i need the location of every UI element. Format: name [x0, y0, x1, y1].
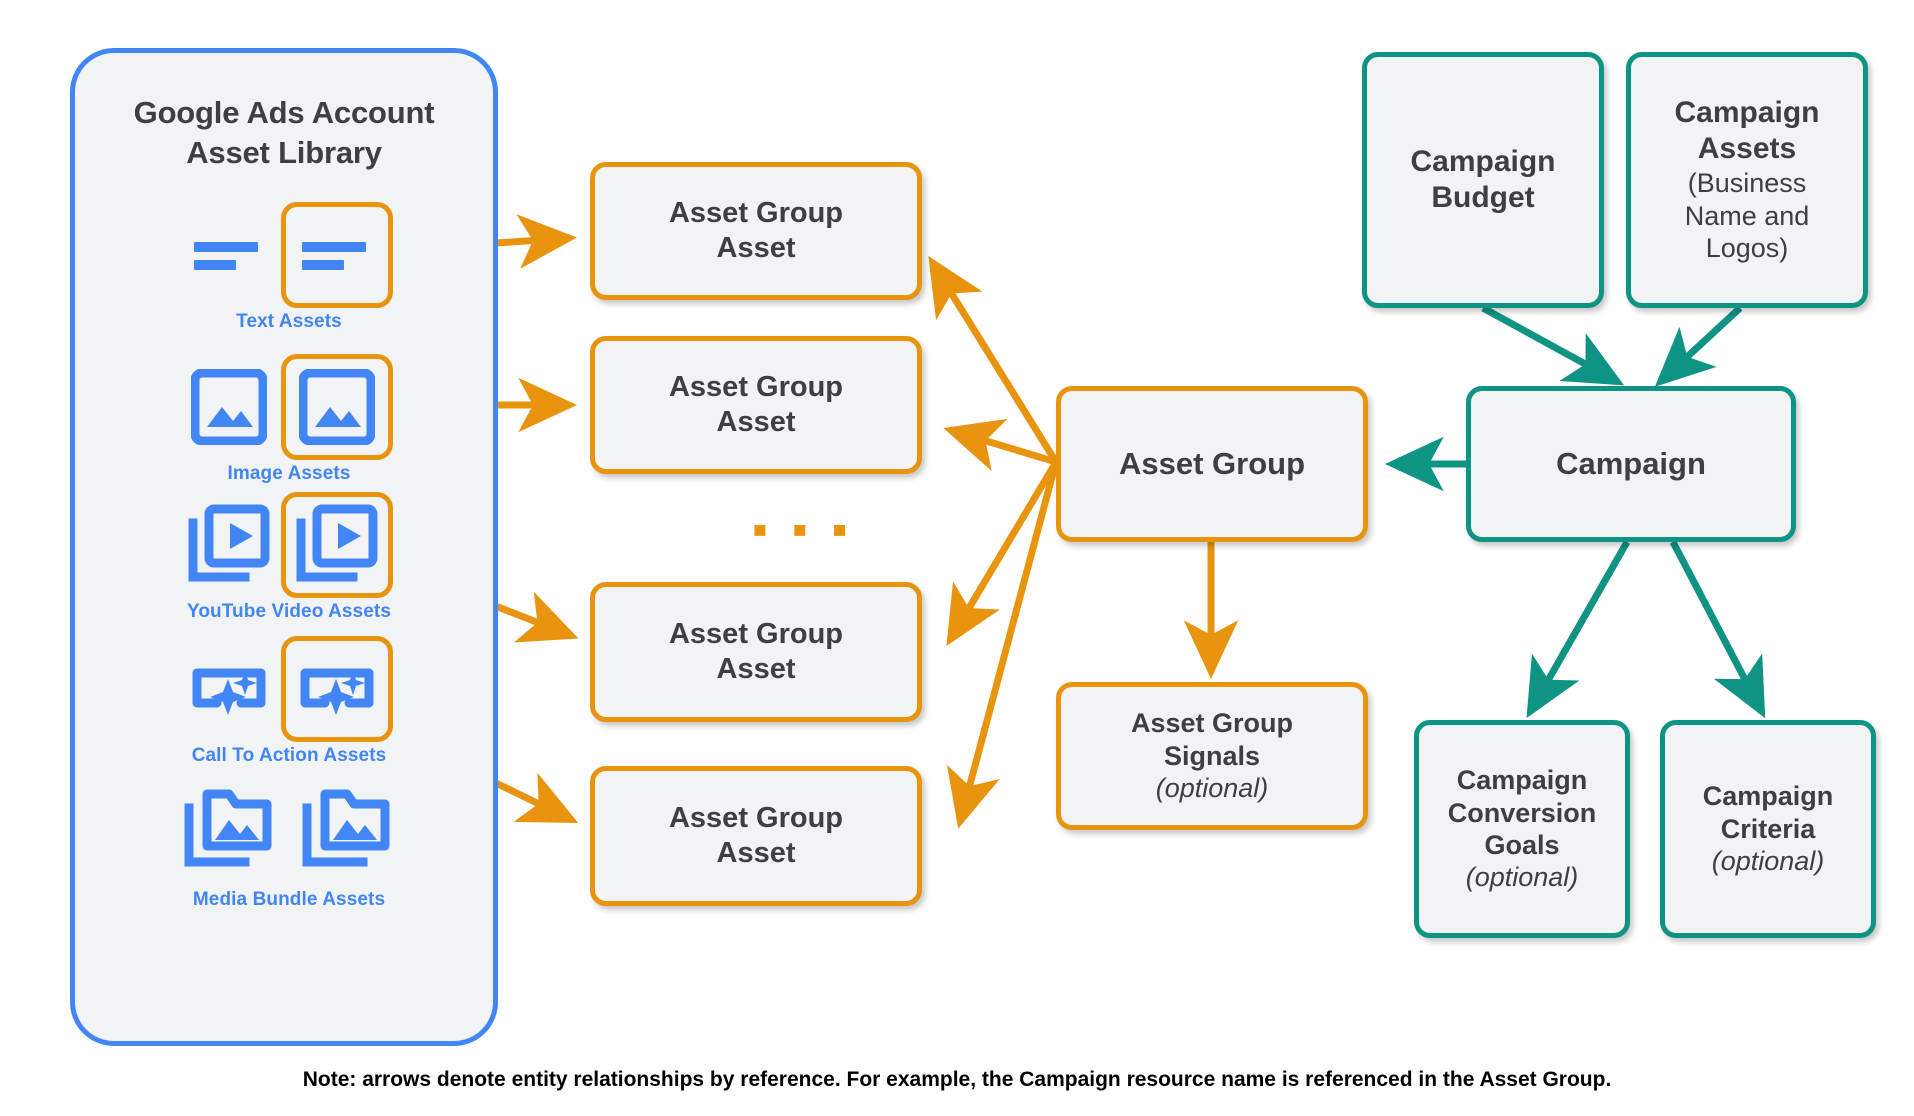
- campaign-criteria-label: Campaign Criteria: [1702, 781, 1834, 844]
- asset-group-label: Asset Group: [1118, 446, 1306, 482]
- asset-row-youtube-video[interactable]: YouTube Video Assets: [75, 491, 503, 641]
- campaign-box[interactable]: Campaign: [1466, 386, 1796, 542]
- campaign-budget-label: Campaign Budget: [1410, 145, 1556, 214]
- asset-group-box[interactable]: Asset Group: [1056, 386, 1368, 542]
- asset-group-signals-optional: (optional): [1155, 773, 1269, 804]
- asset-group-asset-label: Asset Group Asset: [668, 802, 844, 869]
- asset-row-label: Text Assets: [236, 311, 342, 332]
- asset-group-asset-box-3[interactable]: Asset Group Asset: [590, 582, 922, 722]
- ellipsis-indicator: ▪ ▪ ▪: [752, 505, 854, 554]
- campaign-assets-sublabel: (Business Name and Logos): [1684, 168, 1810, 264]
- campaign-assets-box[interactable]: Campaign Assets (Business Name and Logos…: [1626, 52, 1868, 308]
- asset-group-asset-label: Asset Group Asset: [668, 371, 844, 438]
- asset-group-asset-box-1[interactable]: Asset Group Asset: [590, 162, 922, 300]
- media-bundle-asset-icon-2: [298, 781, 398, 875]
- text-asset-icon: [185, 211, 273, 299]
- asset-row-label: YouTube Video Assets: [186, 601, 391, 622]
- campaign-criteria-optional: (optional): [1711, 846, 1825, 877]
- asset-row-text[interactable]: Text Assets: [75, 201, 503, 351]
- campaign-label: Campaign: [1556, 446, 1706, 482]
- text-asset-icon-selected: [281, 202, 393, 308]
- campaign-budget-box[interactable]: Campaign Budget: [1362, 52, 1604, 308]
- campaign-conversion-goals-optional: (optional): [1465, 862, 1579, 893]
- asset-group-asset-label: Asset Group Asset: [668, 618, 844, 685]
- asset-row-media-bundle[interactable]: Media Bundle Assets: [75, 769, 503, 929]
- asset-row-label: Media Bundle Assets: [192, 889, 386, 910]
- media-bundle-asset-icon: [180, 781, 280, 875]
- footnote-text: Note: arrows denote entity relationships…: [302, 1068, 1612, 1091]
- asset-row-image[interactable]: Image Assets: [75, 353, 503, 503]
- asset-group-signals-box[interactable]: Asset Group Signals (optional): [1056, 682, 1368, 830]
- asset-row-call-to-action[interactable]: Call To Action Assets: [75, 635, 503, 785]
- asset-row-label: Image Assets: [227, 463, 351, 484]
- asset-library-panel: Google Ads Account Asset Library Text: [70, 48, 498, 1046]
- asset-group-asset-box-2[interactable]: Asset Group Asset: [590, 336, 922, 474]
- image-asset-icon: [185, 363, 273, 451]
- campaign-conversion-goals-label: Campaign Conversion Goals: [1447, 765, 1597, 860]
- youtube-video-asset-icon-selected: [281, 492, 393, 598]
- call-to-action-asset-icon: [185, 645, 273, 733]
- asset-group-asset-box-4[interactable]: Asset Group Asset: [590, 766, 922, 906]
- campaign-conversion-goals-box[interactable]: Campaign Conversion Goals (optional): [1414, 720, 1630, 938]
- asset-row-label: Call To Action Assets: [191, 745, 387, 766]
- youtube-video-asset-icon: [185, 501, 273, 589]
- image-asset-icon-selected: [281, 354, 393, 460]
- asset-group-signals-label: Asset Group Signals: [1130, 708, 1294, 771]
- library-title: Google Ads Account Asset Library: [133, 95, 435, 170]
- asset-group-asset-label: Asset Group Asset: [668, 197, 844, 264]
- campaign-assets-label: Campaign Assets: [1674, 96, 1820, 166]
- campaign-criteria-box[interactable]: Campaign Criteria (optional): [1660, 720, 1876, 938]
- call-to-action-asset-icon-selected: [281, 636, 393, 742]
